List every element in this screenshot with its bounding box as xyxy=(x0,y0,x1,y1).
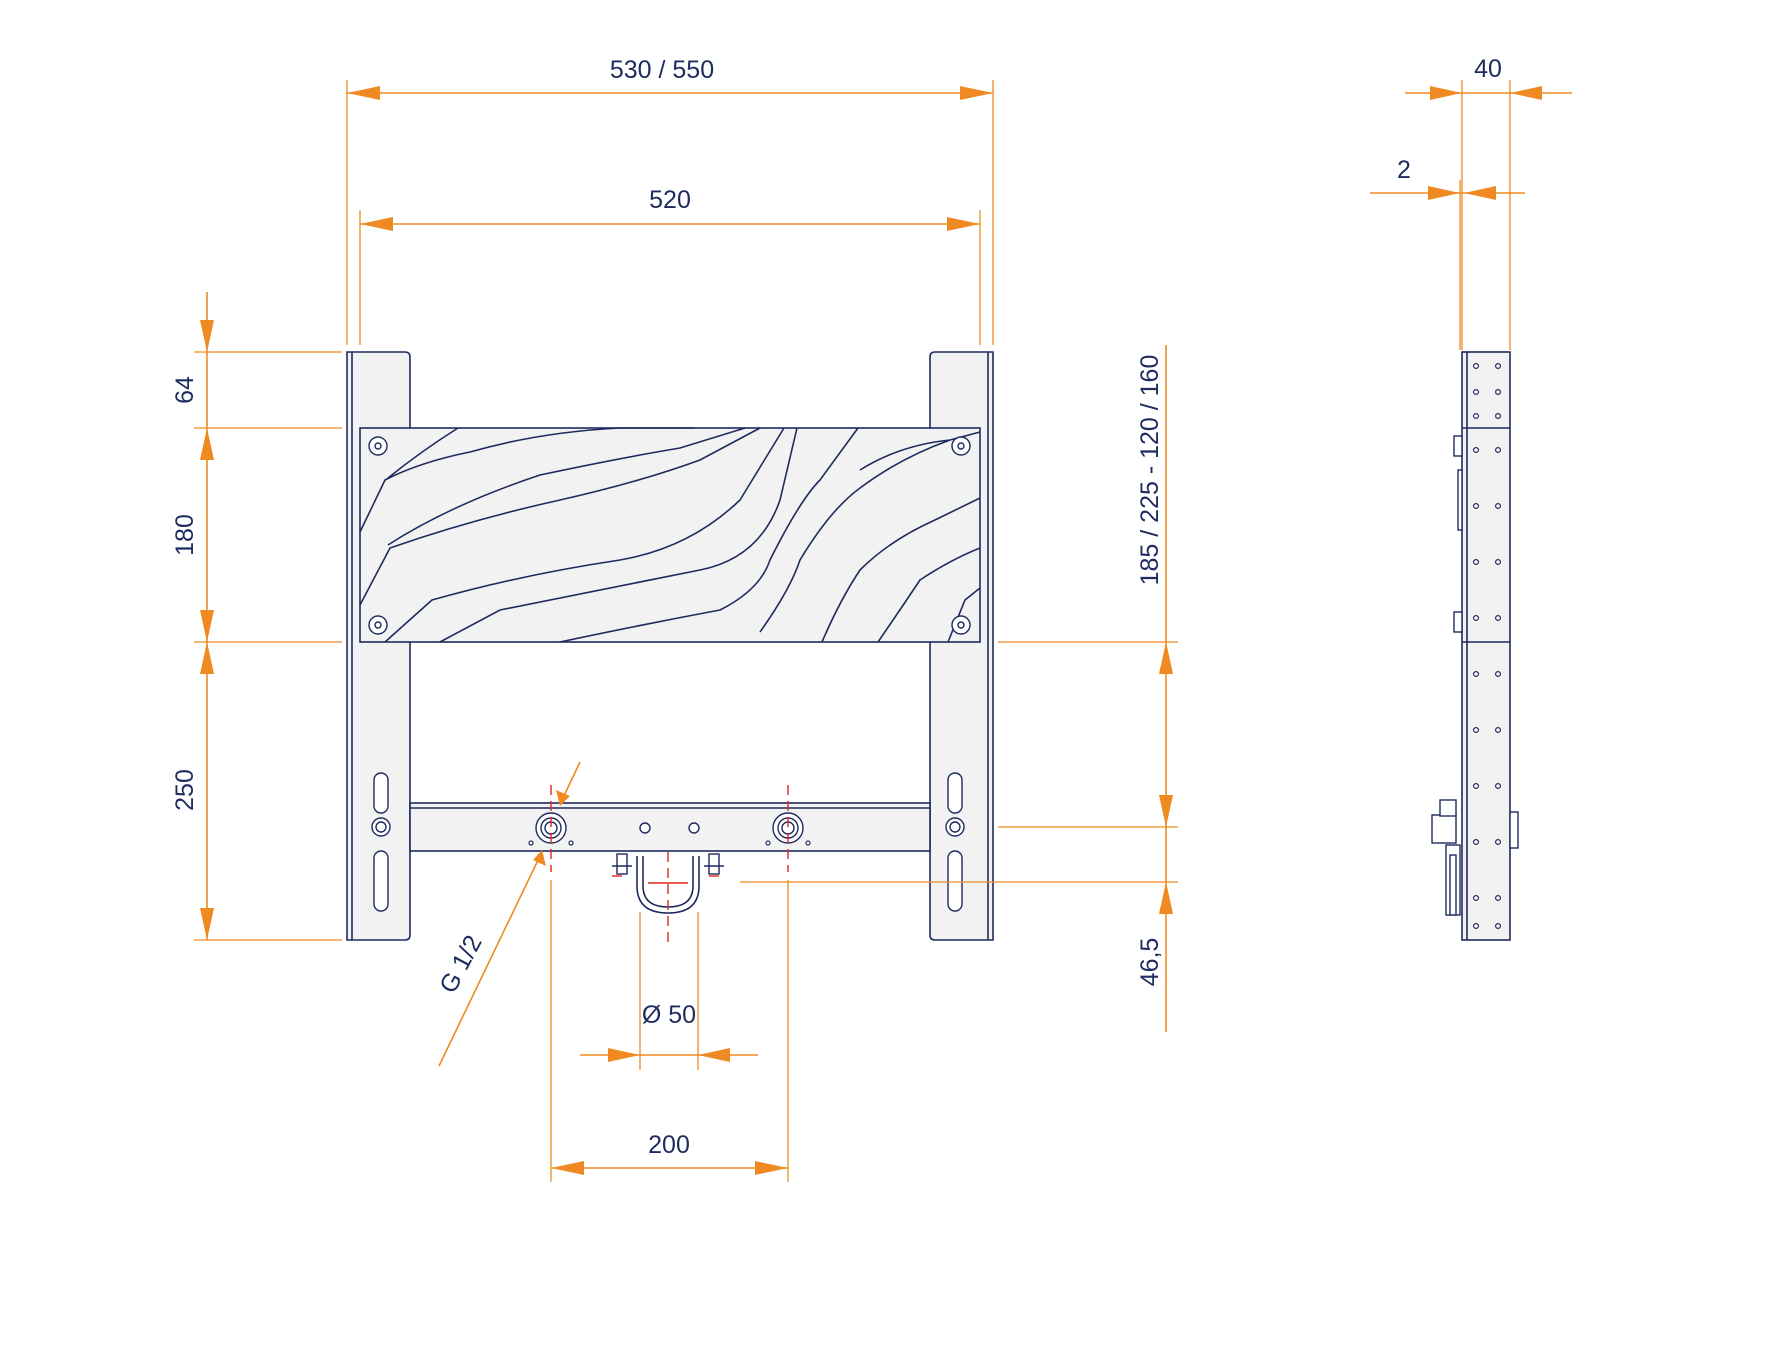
dim-adjust-range: 185 / 225 - 120 / 160 xyxy=(1136,355,1164,586)
side-holes xyxy=(1472,363,1501,929)
dim-drain-offset: 46,5 xyxy=(1136,938,1164,987)
dim-depth: 40 xyxy=(1474,55,1502,83)
side-view xyxy=(1431,351,1519,941)
dim-panel-height: 180 xyxy=(171,514,199,556)
side-dimensions: 40 2 xyxy=(1370,55,1572,350)
front-dimensions: 530 / 550 520 64 180 250 185 / 225 - 120… xyxy=(171,56,1178,1182)
dim-inner-width: 520 xyxy=(649,186,691,214)
dim-lower-height: 250 xyxy=(171,769,199,811)
mounting-panel xyxy=(359,427,981,643)
dim-plate: 2 xyxy=(1397,156,1411,184)
dim-drain-diameter: Ø 50 xyxy=(642,1001,696,1029)
front-view xyxy=(346,351,994,945)
cross-bar xyxy=(409,802,931,852)
centerlines xyxy=(550,785,789,945)
dim-thread: G 1/2 xyxy=(434,931,487,998)
dim-outer-width: 530 / 550 xyxy=(610,56,714,84)
dim-connection-spacing: 200 xyxy=(648,1131,690,1159)
dim-top-offset: 64 xyxy=(171,376,199,404)
